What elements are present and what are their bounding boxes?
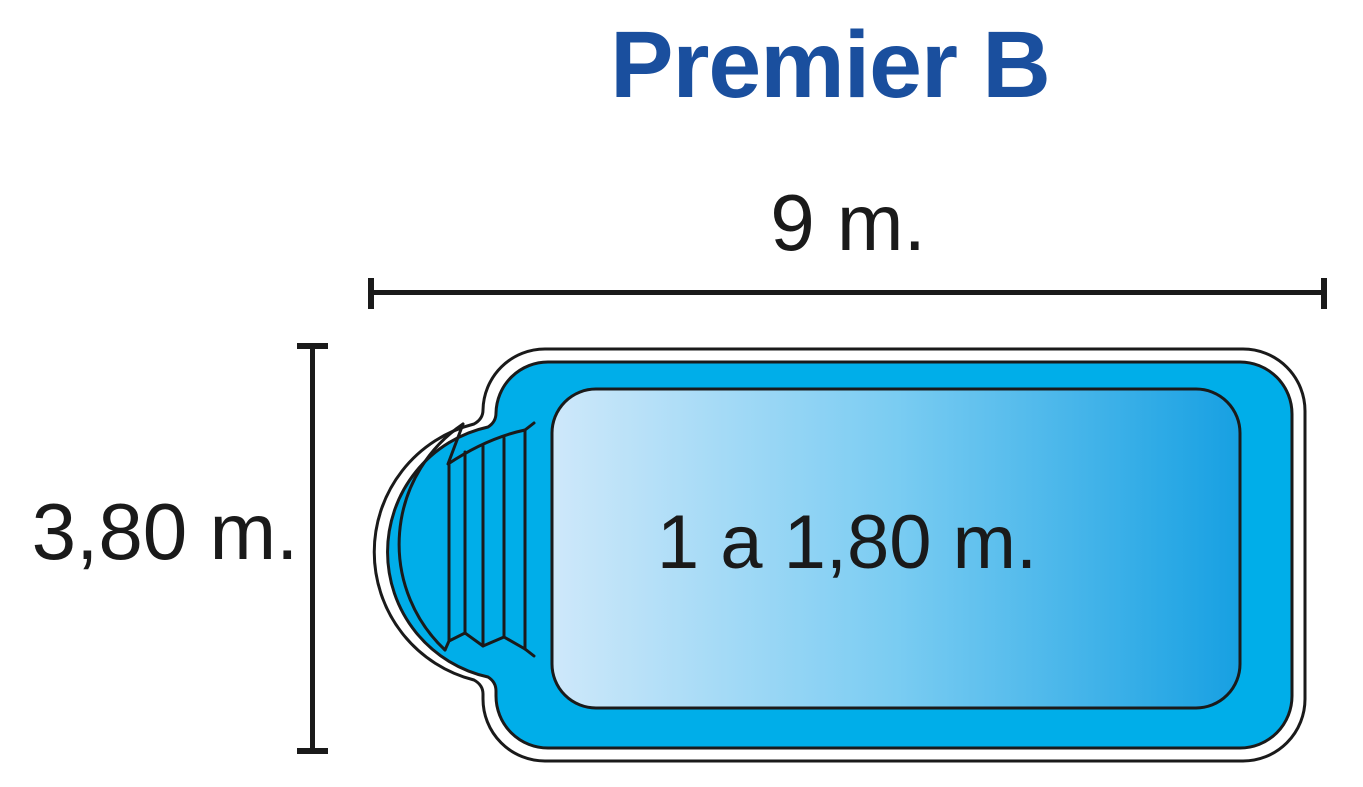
height-dimension-tick-bottom <box>297 748 328 754</box>
steps-top-edge <box>446 421 536 466</box>
roman-steps <box>397 421 536 658</box>
width-dimension-tick-right <box>1321 278 1327 309</box>
height-dimension-tick-top <box>297 343 328 349</box>
width-dimension-line <box>371 290 1325 295</box>
step-outer-arc <box>397 422 465 652</box>
pool-basin <box>550 387 1242 710</box>
depth-label: 1 a 1,80 m. <box>656 500 1038 585</box>
width-dimension-tick-left <box>368 278 374 309</box>
height-dimension-line <box>310 345 315 750</box>
pool-model-title: Premier B <box>610 12 1051 118</box>
width-dimension-label: 9 m. <box>770 178 926 267</box>
steps-bottom-edge <box>443 631 536 658</box>
height-dimension-label: 3,80 m. <box>31 487 299 576</box>
